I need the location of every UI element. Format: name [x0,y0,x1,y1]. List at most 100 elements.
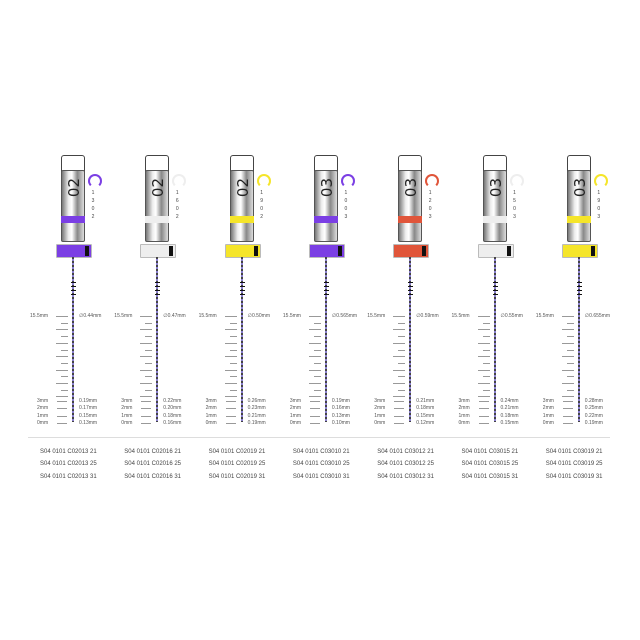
ruler-tick [140,396,153,398]
depth-label-15-5: 15.5mm [198,313,217,319]
diameter-at-depth: 0.19mm [584,419,603,426]
size-code-digit: 2 [91,214,95,220]
depth-label: 2mm [458,405,470,412]
diameter-at-depth: 0.19mm [79,398,98,404]
shaft-mark [239,290,245,291]
file-handle [313,170,338,242]
ruler-tick [308,316,321,317]
ruler-tick [561,356,574,358]
taper-label: 03 [402,178,421,198]
size-code-digit: 0 [344,198,348,204]
diameter-at-depth: 0.21mm [416,398,435,404]
shaft-mark [239,282,245,283]
ruler-tick [229,349,237,351]
ruler-tick [61,362,68,364]
diameter-label: ∅0.55mm [500,313,523,319]
ruler-tick [61,322,68,324]
ruler-tick [57,401,67,402]
ruler-tick [56,369,68,371]
depth-label: 3mm [374,398,386,404]
ruler-tick [477,356,490,358]
depth-label: 0mm [458,419,470,426]
ruler-tick [224,369,237,371]
ruler-tick [393,316,406,317]
depth-label: 3mm [205,398,217,404]
depth-label-15-5: 15.5mm [451,313,470,319]
ruler-tick [229,336,237,338]
ruler-tick [566,336,574,338]
ruler-tick [394,422,405,424]
ruler-tick [224,356,237,358]
diameter-at-depth: 0.18mm [416,405,435,412]
depth-label: 0mm [121,419,133,426]
shaft-mark [155,282,161,283]
depth-label: 3mm [121,398,133,404]
ruler-tick [229,376,237,378]
ruler-tick [562,401,573,402]
size-code-digit: 0 [175,206,179,212]
ruler-tick [393,383,406,384]
ruler-tick [225,415,236,417]
ruler-tick [57,422,67,424]
rotation-arrow-icon [425,174,440,188]
color-ring [398,216,423,223]
file-handle [145,170,170,242]
size-code-digit: 3 [597,214,601,220]
depth-label: 2mm [289,405,302,412]
size-code-digit: 1 [597,190,601,196]
ruler-tick [141,415,152,417]
shaft-mark [155,294,161,295]
size-code-digit: 0 [344,206,348,212]
ruler-tick [393,342,406,344]
size-code-digit: 5 [513,198,516,204]
depth-label: 3mm [37,398,49,404]
depth-label-15-5: 15.5mm [114,313,133,319]
ruler-tick [393,396,406,398]
ruler-tick [140,329,153,331]
ruler-tick [398,322,406,324]
product-code: S04 0101 C03019 21 [545,449,603,455]
diameter-at-depth: 0.18mm [163,412,182,419]
shaft-mark [323,282,329,283]
diameter-at-depth: 0.17mm [79,405,98,412]
rotation-arrow-icon [509,174,524,188]
ruler-tick [393,356,406,358]
ruler-tick [56,383,68,384]
ruler-tick [477,396,490,398]
ruler-tick [478,408,489,410]
shaft-mark [155,286,161,287]
diameter-at-depth: 0.26mm [247,398,266,404]
size-code-digit: 3 [513,214,516,220]
ruler-tick [313,322,321,324]
shaft-mark [71,282,76,283]
ruler-tick [140,316,153,317]
rubber-stopper [140,244,177,258]
ruler-tick [398,376,406,378]
shaft-mark [408,286,414,287]
ruler-tick [478,415,489,417]
file-handle [398,170,423,242]
ruler-tick [57,415,67,417]
ruler-tick [561,316,574,317]
ruler-tick [56,356,68,358]
file-handle [61,170,85,242]
depth-label-15-5: 15.5mm [282,313,301,319]
size-code-digit: 0 [597,206,601,212]
ruler-tick [482,349,490,351]
ruler-tick [482,389,490,391]
taper-label: 02 [65,178,83,198]
diameter-at-depth: 0.15mm [500,419,519,426]
taper-label: 03 [570,178,589,198]
ruler-tick [309,408,320,410]
ruler-tick [561,396,574,398]
diameter-at-depth: 0.12mm [416,419,435,426]
product-code: S04 0101 C03019 31 [545,473,603,480]
taper-label: 03 [317,178,336,198]
size-code-digit: 3 [428,214,432,220]
color-ring [482,216,507,223]
ruler-tick [566,349,574,351]
ruler-tick [313,349,321,351]
diameter-at-depth: 0.20mm [163,405,182,412]
diameter-at-depth: 0.24mm [500,398,519,404]
shaft-mark [71,290,76,291]
